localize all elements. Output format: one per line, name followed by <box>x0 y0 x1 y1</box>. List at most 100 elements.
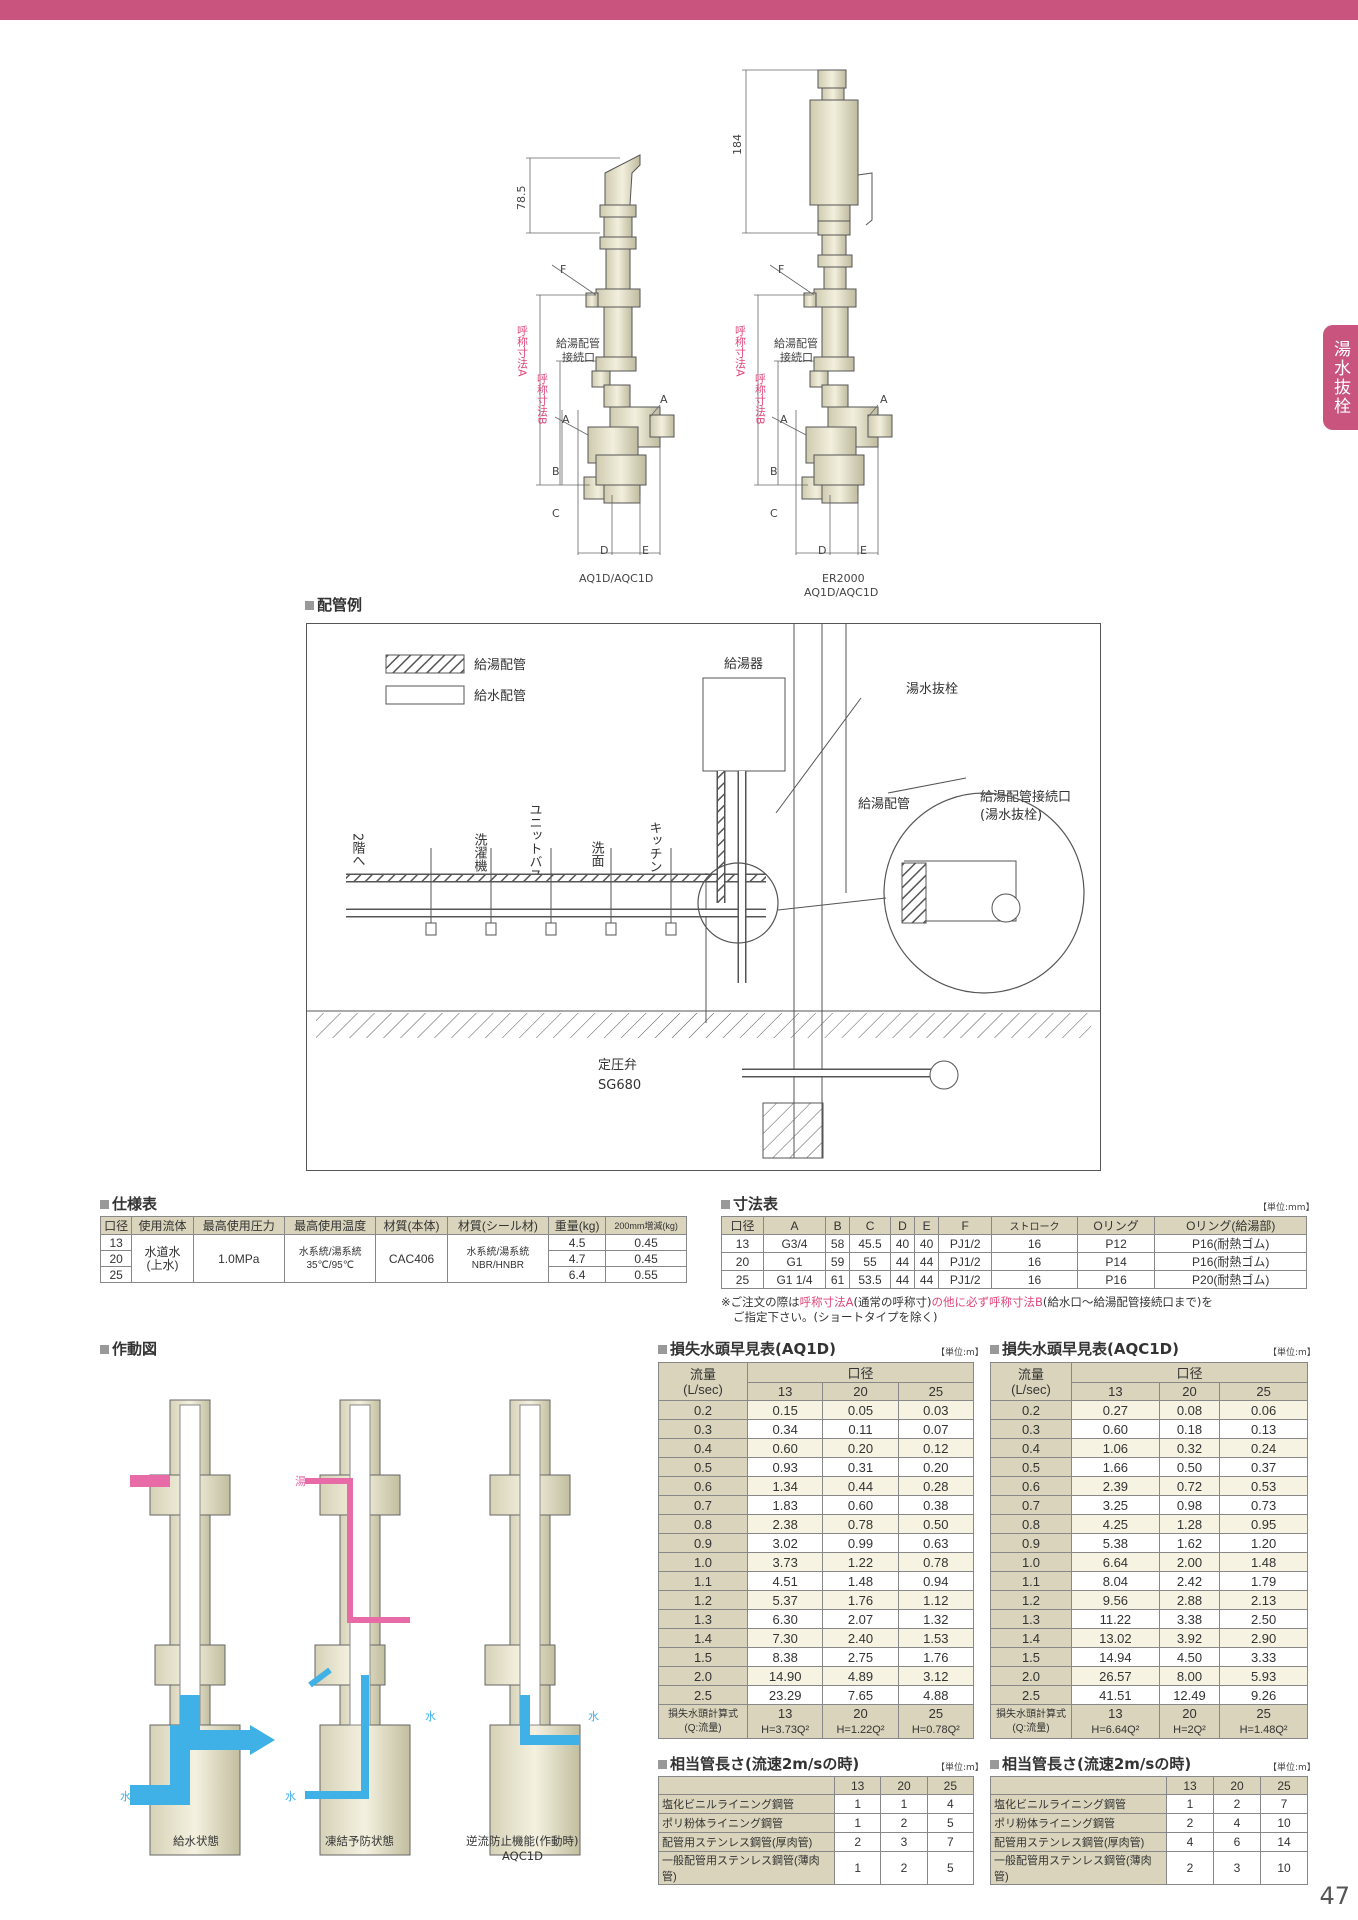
table-cell: 12.49 <box>1158 1685 1221 1705</box>
table-cell: 2.90 <box>1219 1628 1308 1648</box>
connection-label-right-1: 給湯配管 <box>774 336 818 350</box>
label-b-left: B <box>552 465 560 478</box>
nominal-a-right: 呼称寸法A <box>734 325 747 377</box>
table-cell: 0.95 <box>1219 1514 1308 1534</box>
table-cell: 2.42 <box>1158 1571 1221 1591</box>
note-highlight: 呼称寸法B <box>989 1295 1043 1309</box>
dims-cell: P16(耐熱ゴム) <box>1154 1234 1307 1253</box>
dims-cell: G3/4 <box>762 1234 827 1253</box>
table-cell: 1 <box>1166 1794 1214 1814</box>
table-cell: 0.50 <box>897 1514 975 1534</box>
table-cell: 1.76 <box>897 1647 975 1667</box>
label-heater: 給湯器 <box>724 657 763 672</box>
side-tab[interactable]: 湯水抜栓 <box>1323 325 1358 430</box>
spec-size: 13 <box>99 1234 133 1251</box>
label-a-left-1: A <box>660 393 668 406</box>
table-cell: 0.93 <box>746 1457 824 1477</box>
spec-temp: 水系統/湯系統 35℃/95℃ <box>283 1234 377 1283</box>
table-cell: 4 <box>1213 1813 1261 1833</box>
spec-delta: 0.45 <box>605 1250 687 1267</box>
row-label: 2.0 <box>990 1666 1072 1686</box>
dims-header: F <box>938 1216 993 1235</box>
formula-label-2: (Q:流量) <box>684 1722 722 1734</box>
formula-label-2: (Q:流量) <box>1012 1722 1050 1734</box>
table-cell: 0.28 <box>897 1476 975 1496</box>
dims-cell: 16 <box>991 1270 1078 1289</box>
equiv-left-unit: 【単位:m】 <box>936 1763 984 1773</box>
dims-header: D <box>889 1216 916 1235</box>
label-prv-1: 定圧弁 <box>598 1058 637 1073</box>
table-cell: 8.00 <box>1158 1666 1221 1686</box>
row-label: 0.5 <box>658 1457 748 1477</box>
row-label: ポリ粉体ライニング鋼管 <box>990 1813 1167 1833</box>
dims-header: A <box>762 1216 827 1235</box>
table-cell: 6.30 <box>746 1609 824 1629</box>
dims-cell: PJ1/2 <box>938 1234 993 1253</box>
note-highlight: 呼称寸法A <box>799 1295 854 1309</box>
table-cell: 2.13 <box>1219 1590 1308 1610</box>
valve-left-drawing <box>583 154 675 504</box>
label-conn-2: (湯水抜栓) <box>980 807 1042 823</box>
table-cell: 3.25 <box>1071 1495 1160 1515</box>
table-cell: 0.07 <box>897 1419 975 1439</box>
flow-label: 流量 <box>1017 1366 1044 1382</box>
caption-right-1: ER2000 <box>822 572 865 585</box>
row-label: 0.8 <box>658 1514 748 1534</box>
dimension-lines <box>526 69 879 555</box>
table-cell: 1.06 <box>1071 1438 1160 1458</box>
table-cell: 0.60 <box>746 1438 824 1458</box>
dims-cell: P14 <box>1076 1252 1156 1271</box>
table-cell: 1 <box>880 1794 928 1814</box>
table-cell: 1.32 <box>897 1609 975 1629</box>
row-label: 1.4 <box>990 1628 1072 1648</box>
bore-header: 口径 <box>747 1362 974 1383</box>
dims-cell: 59 <box>825 1252 851 1271</box>
table-cell: 2 <box>1166 1813 1214 1833</box>
dims-header: Oリング(給湯部) <box>1154 1216 1307 1235</box>
legend-cold: 給水配管 <box>474 689 526 704</box>
label-f-right: F <box>778 263 784 276</box>
spec-size: 20 <box>99 1250 133 1267</box>
label-hot-pipe: 給湯配管 <box>858 797 910 812</box>
spec-seal: 水系統/湯系統 NBR/HNBR <box>446 1234 550 1283</box>
operation-caption-1: 給水状態 <box>173 1834 219 1848</box>
size-header: 20 <box>1213 1776 1261 1795</box>
table-cell: 2 <box>880 1851 928 1885</box>
table-cell: 2.07 <box>822 1609 899 1629</box>
table-cell: 1 <box>833 1851 882 1885</box>
table-cell: 1 <box>833 1794 882 1814</box>
table-cell: 41.51 <box>1071 1685 1160 1705</box>
formula-value: H=1.48Q² <box>1239 1723 1288 1736</box>
table-cell: 0.34 <box>746 1419 824 1439</box>
water-label-2: 水 <box>285 1790 296 1803</box>
note-text: (給水口〜給湯配管接続口まで)を <box>1042 1295 1213 1309</box>
dims-cell: 40 <box>889 1234 916 1253</box>
table-cell: 9.26 <box>1219 1685 1308 1705</box>
table-cell: 0.32 <box>1158 1438 1221 1458</box>
note-text: (通常の呼称寸) <box>853 1295 932 1309</box>
table-cell: 4.25 <box>1071 1514 1160 1534</box>
row-label: 0.3 <box>658 1419 748 1439</box>
table-cell: 0.99 <box>822 1533 899 1553</box>
table-cell: 3 <box>1213 1851 1261 1885</box>
row-label: 2.5 <box>990 1685 1072 1705</box>
loss-aq1d-unit: 【単位:m】 <box>936 1348 984 1358</box>
row-label: 0.4 <box>990 1438 1072 1458</box>
label-unitbath: ユニットバス <box>527 803 543 881</box>
operation-caption-2: 凍結予防状態 <box>325 1834 394 1848</box>
dims-cell: 53.5 <box>849 1270 891 1289</box>
size-header: 20 <box>1158 1382 1221 1401</box>
table-cell: 0.06 <box>1219 1400 1308 1420</box>
dims-cell: 45.5 <box>849 1234 891 1253</box>
equiv-right-title: 相当管長さ(流速2m/sの時) <box>990 1753 1191 1774</box>
piping-section-title: 配管例 <box>305 594 362 615</box>
table-cell: 3.73 <box>746 1552 824 1572</box>
